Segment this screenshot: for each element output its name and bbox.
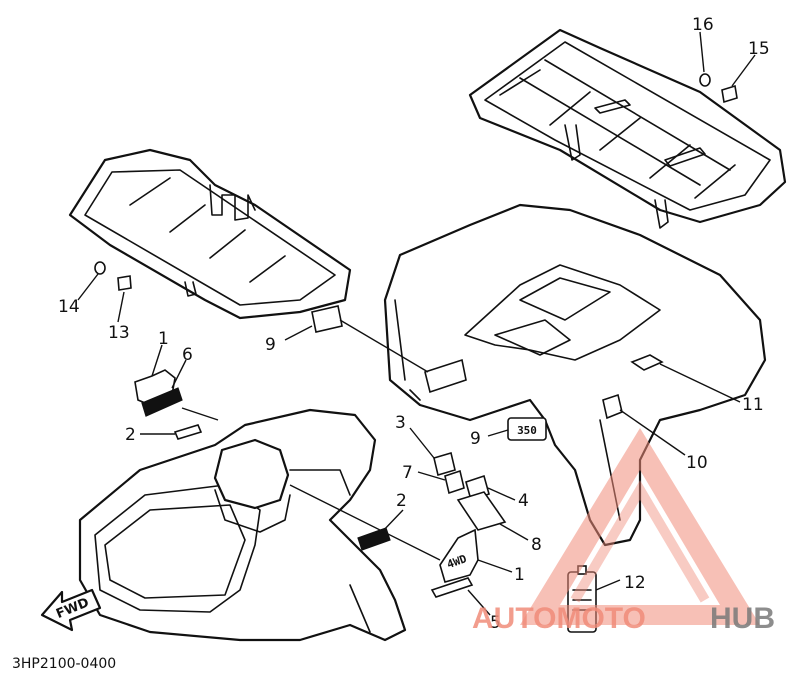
decal-3 — [433, 451, 456, 477]
callout-7: 7 — [402, 463, 413, 483]
decal-15 — [721, 84, 738, 104]
callout-4: 4 — [518, 491, 529, 511]
front-fender — [78, 408, 407, 642]
callout-9-lower: 9 — [470, 429, 481, 449]
callout-11: 11 — [742, 395, 764, 415]
callout-labels: 16 15 14 13 9 1 6 2 11 10 3 9 7 4 2 8 1 … — [58, 15, 770, 633]
badge-9-cc: 350 — [507, 417, 547, 441]
front-carrier — [68, 148, 352, 320]
callout-2-left: 2 — [125, 425, 136, 445]
decal-6 — [141, 387, 183, 417]
callout-3: 3 — [395, 413, 406, 433]
callout-16: 16 — [692, 15, 714, 35]
decal-8 — [456, 491, 507, 531]
decal-5 — [430, 577, 474, 598]
callout-10: 10 — [686, 453, 708, 473]
callout-1-upper: 1 — [158, 329, 169, 349]
rear-fender — [383, 203, 767, 547]
callout-1-lower: 1 — [514, 565, 525, 585]
callout-2-right: 2 — [396, 491, 407, 511]
watermark-hub: HUB — [710, 602, 775, 635]
watermark: AUTOMOTO HUB — [472, 428, 775, 635]
emblem-1-lower: 4WD — [439, 528, 479, 583]
callout-13: 13 — [108, 323, 130, 343]
stripe-2-left — [173, 424, 203, 440]
fwd-arrow: FWD — [40, 588, 102, 632]
stripe-2-right — [357, 527, 391, 551]
rear-carrier — [468, 28, 787, 229]
callout-9-upper: 9 — [265, 335, 276, 355]
leader-lines — [77, 31, 756, 616]
washer-14 — [94, 261, 106, 275]
watermark-automoto: AUTOMOTO — [472, 602, 646, 635]
watermark-triangle-icon — [520, 428, 760, 625]
drawing-code: 3HP2100-0400 — [12, 656, 116, 672]
callout-14: 14 — [58, 297, 80, 317]
callout-15: 15 — [748, 39, 770, 59]
callout-5: 5 — [490, 613, 501, 633]
callout-8: 8 — [531, 535, 542, 555]
decal-11 — [630, 354, 664, 371]
callout-12: 12 — [624, 573, 646, 593]
decal-13 — [117, 275, 132, 291]
washer-16 — [699, 73, 711, 87]
decal-9-upper — [311, 305, 343, 333]
cc-badge-text: 350 — [517, 424, 537, 437]
decal-7 — [444, 469, 465, 495]
callout-6: 6 — [182, 345, 193, 365]
